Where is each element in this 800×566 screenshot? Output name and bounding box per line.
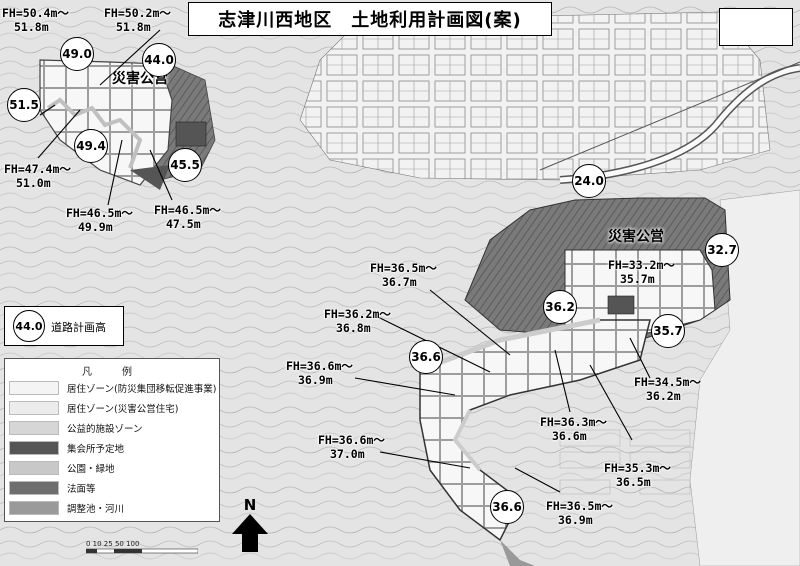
fh-label: FH=36.3m～36.6m: [540, 415, 607, 443]
road-height-marker: 51.5: [7, 88, 41, 122]
legend-item: 公益的施設ゾーン: [9, 421, 143, 435]
legend-swatch: [9, 501, 59, 515]
fh-label: FH=36.2m～36.8m: [324, 307, 391, 335]
legend-item: 集会所予定地: [9, 441, 124, 455]
north-arrow: N: [228, 496, 272, 554]
legend: 凡 例 居住ゾーン(防災集団移転促進事業) 居住ゾーン(災害公営住宅) 公益的施…: [4, 358, 220, 522]
legend-swatch: [9, 401, 59, 415]
key-marker: 44.0: [13, 310, 45, 342]
road-height-marker: 36.6: [490, 490, 524, 524]
legend-swatch: [9, 381, 59, 395]
road-height-marker: 49.0: [60, 37, 94, 71]
plaza-nw: [175, 121, 207, 147]
fh-label: FH=36.5m～36.9m: [546, 499, 613, 527]
scale-graphic: [85, 548, 199, 554]
road-height-marker: 49.4: [74, 129, 108, 163]
map-title: 志津川西地区 土地利用計画図(案): [188, 2, 552, 36]
blank-note-box: [719, 8, 793, 46]
fh-label: FH=36.6m～37.0m: [318, 433, 385, 461]
fh-label: FH=46.5m～49.9m: [66, 206, 133, 234]
fh-label: FH=36.6m～36.9m: [286, 359, 353, 387]
legend-item: 居住ゾーン(災害公営住宅): [9, 401, 178, 415]
road-height-key: 44.0 道路計画高: [4, 306, 124, 346]
road-height-marker: 36.2: [543, 290, 577, 324]
road-height-marker: 44.0: [142, 43, 176, 77]
fh-label: FH=50.4m～51.8m: [2, 6, 69, 34]
fh-label: FH=36.5m～36.7m: [370, 261, 437, 289]
legend-title: 凡 例: [82, 367, 142, 378]
legend-swatch: [9, 481, 59, 495]
legend-swatch: [9, 421, 59, 435]
road-height-marker: 24.0: [572, 164, 606, 198]
road-height-marker: 32.7: [705, 233, 739, 267]
fh-label: FH=46.5m～47.5m: [154, 203, 221, 231]
scale-text: 0 10 25 50 100: [86, 540, 140, 548]
north-label: N: [243, 496, 257, 514]
legend-item: 居住ゾーン(防災集団移転促進事業): [9, 381, 216, 395]
road-height-marker: 36.6: [409, 340, 443, 374]
legend-item: 法面等: [9, 481, 96, 495]
legend-swatch: [9, 441, 59, 455]
road-height-marker: 45.5: [168, 148, 202, 182]
fh-label: FH=34.5m～36.2m: [634, 375, 701, 403]
scale-bar: 0 10 25 50 100: [85, 540, 199, 556]
fh-label: FH=47.4m～51.0m: [4, 162, 71, 190]
road-height-marker: 35.7: [651, 314, 685, 348]
key-label: 道路計画高: [51, 321, 106, 334]
plaza-se: [607, 295, 635, 315]
fh-label: FH=33.2m～35.7m: [608, 258, 675, 286]
legend-item: 公園・緑地: [9, 461, 115, 475]
fh-label: FH=50.2m～51.8m: [104, 6, 171, 34]
legend-swatch: [9, 461, 59, 475]
fh-label: FH=35.3m～36.5m: [604, 461, 671, 489]
legend-item: 調整池・河川: [9, 501, 124, 515]
north-arrow-icon: [232, 514, 268, 552]
zone-label-disaster-housing-se: 災害公営: [608, 229, 664, 245]
